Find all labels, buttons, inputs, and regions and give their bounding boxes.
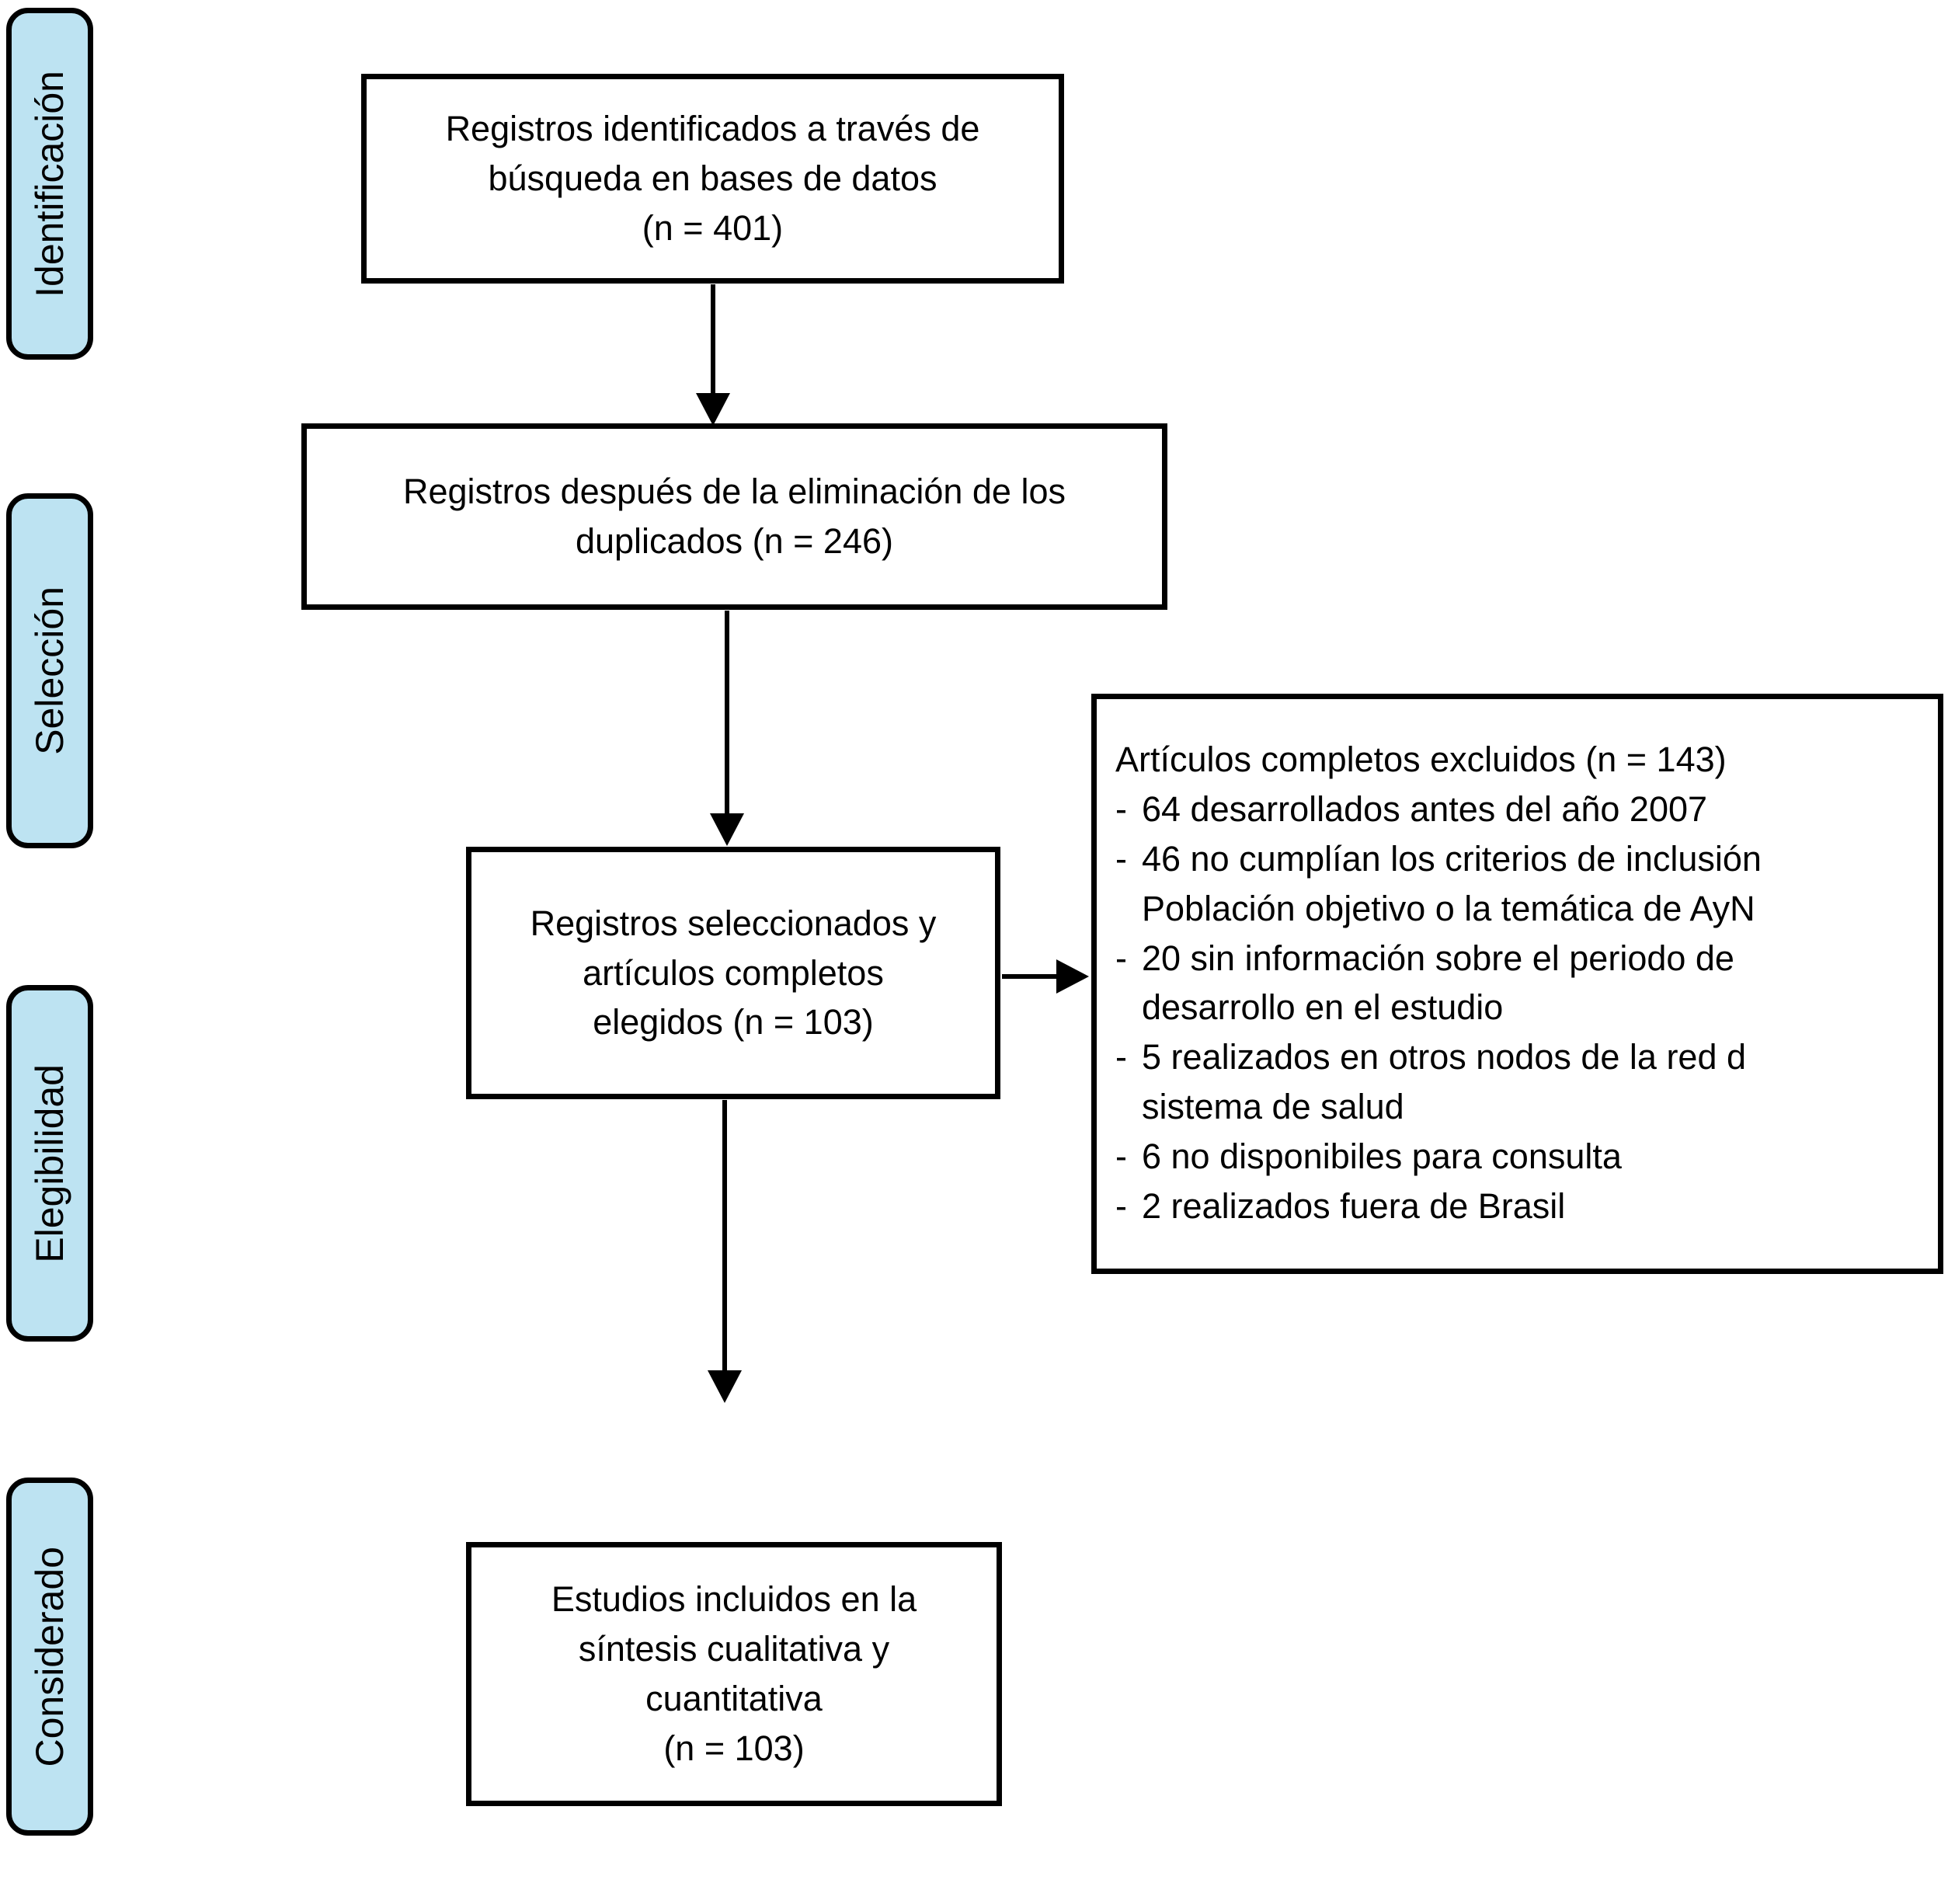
exclusion-item-text: 2 realizados fuera de Brasil (1142, 1186, 1566, 1227)
stage-identificacion: Identificación (6, 8, 93, 360)
exclusion-item: - 5 realizados en otros nodos de la red … (1115, 1032, 1925, 1132)
exclusion-item: - 20 sin información sobre el periodo de… (1115, 934, 1925, 1033)
exclusion-item-bullet: - (1115, 1186, 1127, 1227)
box-studies-included-text: Estudios incluidos en la síntesis cualit… (551, 1579, 917, 1768)
exclusion-item-bullet: - (1115, 788, 1127, 829)
exclusion-item-bullet: - (1115, 838, 1127, 879)
stage-considerado: Considerado (6, 1478, 93, 1836)
exclusion-item: - 46 no cumplían los criterios de inclus… (1115, 834, 1925, 934)
stage-seleccion-label: Selección (28, 587, 71, 755)
exclusion-item: - 64 desarrollados antes del año 2007 (1115, 785, 1925, 834)
exclusion-item-text: 64 desarrollados antes del año 2007 (1142, 788, 1708, 829)
box-records-identified: Registros identificados a través de búsq… (361, 74, 1064, 284)
stage-seleccion: Selección (6, 493, 93, 848)
arrowhead-identified-to-deduplicated (696, 393, 730, 426)
stage-identificacion-label: Identificación (28, 70, 71, 298)
box-records-after-duplicates-text: Registros después de la eliminación de l… (403, 472, 1066, 561)
exclusion-item-text: 20 sin información sobre el periodo de d… (1142, 938, 1734, 1028)
box-records-screened: Registros seleccionados y artículos comp… (466, 847, 1000, 1099)
exclusion-item-text: 6 no disponibiles para consulta (1142, 1136, 1622, 1177)
box-records-after-duplicates: Registros después de la eliminación de l… (301, 423, 1167, 610)
exclusion-item-bullet: - (1115, 938, 1127, 978)
exclusion-title: Artículos completos excluidos (n = 143) (1115, 740, 1727, 779)
box-articles-excluded: Artículos completos excluidos (n = 143) … (1091, 694, 1943, 1274)
arrowhead-screened-to-excluded (1056, 959, 1089, 994)
exclusion-item-text: 46 no cumplían los criterios de inclusió… (1142, 838, 1762, 928)
box-records-screened-text: Registros seleccionados y artículos comp… (530, 903, 937, 1043)
stage-elegibilidad: Elegibilidad (6, 985, 93, 1342)
stage-elegibilidad-label: Elegibilidad (28, 1063, 71, 1263)
box-records-identified-text: Registros identificados a través de búsq… (445, 109, 980, 248)
arrowhead-screened-to-included (708, 1370, 742, 1403)
exclusion-item: - 2 realizados fuera de Brasil (1115, 1182, 1925, 1231)
exclusion-item: - 6 no disponibiles para consulta (1115, 1132, 1925, 1182)
exclusion-item-bullet: - (1115, 1136, 1127, 1177)
exclusion-item-bullet: - (1115, 1037, 1127, 1077)
exclusion-item-text: 5 realizados en otros nodos de la red d … (1142, 1037, 1747, 1127)
box-studies-included: Estudios incluidos en la síntesis cualit… (466, 1542, 1002, 1806)
arrowhead-deduplicated-to-screened (710, 813, 744, 846)
stage-considerado-label: Considerado (28, 1546, 71, 1767)
